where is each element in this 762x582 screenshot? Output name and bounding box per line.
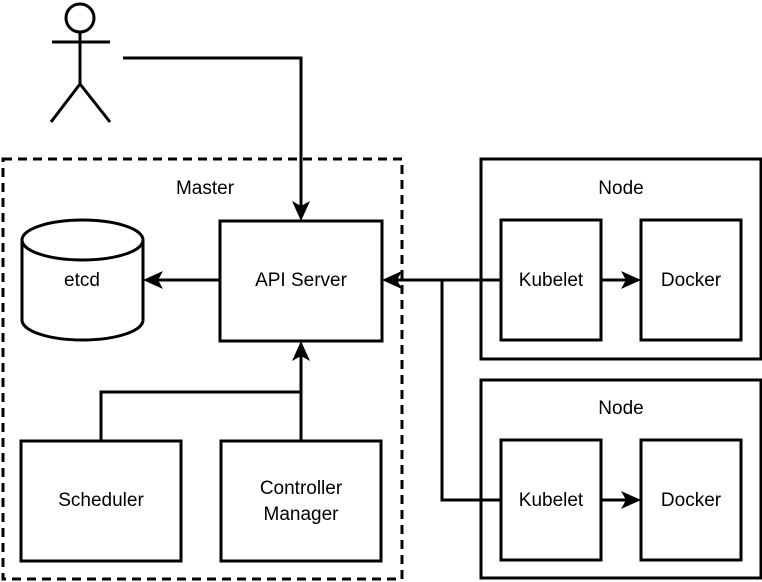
- actor-right-leg-line: [78, 83, 112, 123]
- node-2-group[interactable]: Node Kubelet Docker: [479, 378, 762, 580]
- connector-node-2-kubelet-to-api-server: [392, 278, 501, 502]
- controller-manager-box: [219, 439, 383, 563]
- node-2-label: Node: [598, 398, 643, 419]
- actor-head-icon: [64, 2, 96, 34]
- connector-user-to-api-server-arrowhead: [292, 201, 310, 221]
- connector-node-1-kubelet-to-docker-arrowhead: [621, 271, 641, 289]
- connector-node-2-kubelet-to-docker: [601, 491, 641, 509]
- connector-node-1-kubelet-to-docker: [601, 271, 641, 289]
- scheduler-label: Scheduler: [58, 490, 144, 511]
- connector-controlplane-to-api-server-arrowhead: [292, 341, 310, 361]
- api-server-label: API Server: [255, 270, 348, 291]
- node-1-kubelet-label: Kubelet: [519, 270, 584, 291]
- etcd-label: etcd: [64, 270, 100, 291]
- node-1-docker-box: [639, 218, 743, 342]
- actor-left-leg-line: [49, 83, 82, 123]
- api-server-component[interactable]: API Server: [218, 219, 384, 343]
- connector-user-to-api-server: [123, 56, 310, 221]
- master-group-boundary: [1, 157, 404, 581]
- api-server-box: [218, 219, 384, 343]
- scheduler-box: [19, 439, 183, 563]
- connector-api-server-to-etcd: [143, 271, 220, 289]
- connector-node-2-kubelet-to-docker-arrowhead: [621, 491, 641, 509]
- user-actor[interactable]: [49, 2, 112, 123]
- etcd-cylinder-top: [20, 239, 145, 262]
- controller-manager-label-line2: Manager: [264, 504, 340, 525]
- master-group-label: Master: [176, 178, 235, 199]
- node-1-docker-label: Docker: [661, 270, 722, 291]
- connector-controlplane-to-api-server: [99, 341, 310, 441]
- node-2-docker-label: Docker: [661, 490, 722, 511]
- connector-user-to-api-server-line: [123, 56, 303, 211]
- node-2-docker-box: [639, 438, 743, 562]
- node-2-kubelet-component[interactable]: Kubelet: [499, 438, 603, 562]
- node-1-kubelet-component[interactable]: Kubelet: [499, 218, 603, 342]
- etcd-cylinder-body: [20, 218, 145, 342]
- connector-controlplane-to-api-server-line: [99, 351, 303, 441]
- etcd-component[interactable]: etcd: [20, 218, 145, 342]
- connector-node-2-kubelet-to-api-server-line: [392, 278, 501, 502]
- node-1-label: Node: [598, 178, 643, 199]
- controller-manager-component[interactable]: Controller Manager: [219, 439, 383, 563]
- node-2-kubelet-label: Kubelet: [519, 490, 584, 511]
- scheduler-component[interactable]: Scheduler: [19, 439, 183, 563]
- node-2-docker-component[interactable]: Docker: [639, 438, 743, 562]
- node-1-group[interactable]: Node Kubelet Docker: [479, 157, 762, 361]
- connector-api-server-to-etcd-arrowhead: [143, 271, 163, 289]
- node-1-docker-component[interactable]: Docker: [639, 218, 743, 342]
- controller-manager-label-line1: Controller: [260, 478, 343, 499]
- node-2-kubelet-box: [499, 438, 603, 562]
